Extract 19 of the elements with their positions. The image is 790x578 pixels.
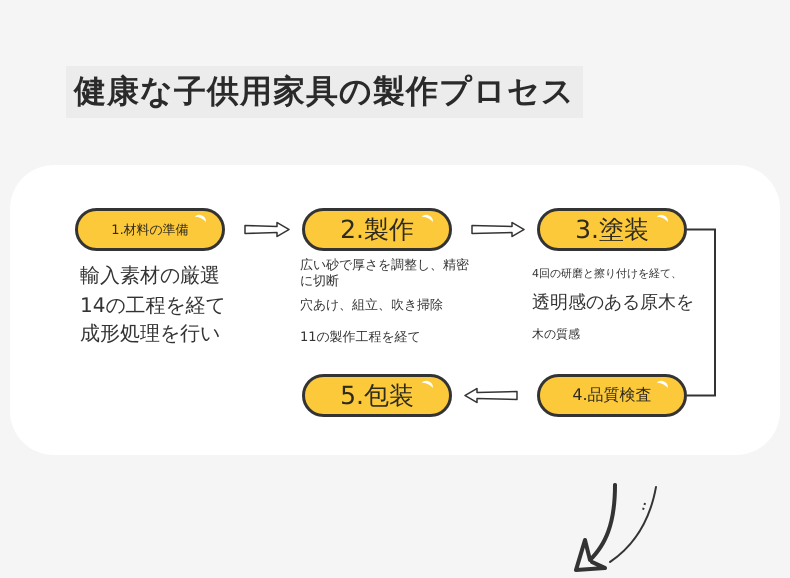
connector-line	[687, 228, 716, 396]
step-description: 成形処理を行い	[80, 320, 220, 347]
step-description: 4回の研磨と擦り付けを経て、	[532, 266, 682, 281]
arrow	[244, 222, 290, 238]
step-description: 輸入素材の厳選	[80, 262, 220, 289]
step-description: 透明感のある原木を	[532, 291, 694, 314]
step-pill: 5.包装	[302, 374, 452, 417]
arrow	[471, 222, 525, 238]
step-pill: 1.材料の準備	[75, 208, 225, 251]
step-pill: 2.製作	[302, 208, 452, 251]
step-description: 広い砂で厚さを調整し、精密に切断	[300, 258, 470, 290]
step-description: 穴あけ、組立、吹き掃除	[300, 297, 443, 314]
step-description: 11の製作工程を経て	[300, 329, 421, 346]
title: 健康な子供用家具の製作プロセス	[66, 66, 583, 118]
arrow	[464, 388, 518, 404]
step-description: 14の工程を経て	[80, 292, 226, 319]
step-description: 木の質感	[532, 326, 580, 343]
step-pill: 3.塗装	[537, 208, 687, 251]
step-pill: 4.品質検査	[537, 374, 687, 417]
